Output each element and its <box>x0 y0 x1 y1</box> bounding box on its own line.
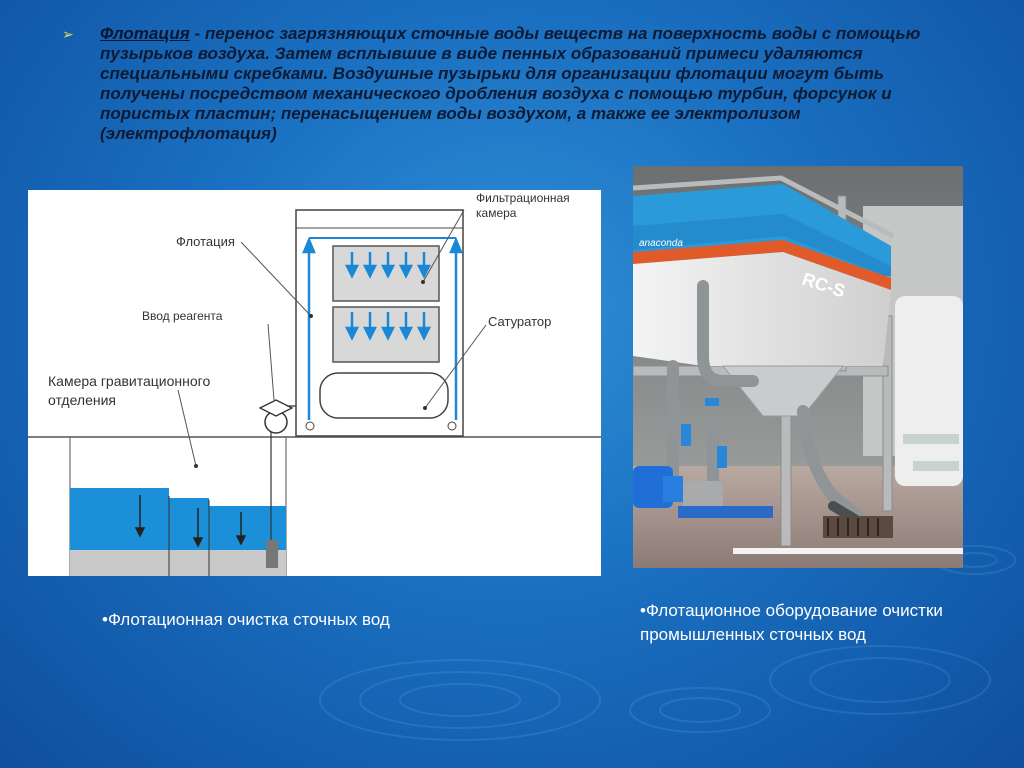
label-reagent: Ввод реагента <box>142 309 223 323</box>
caption-photo: •Флотационное оборудование очистки промы… <box>640 601 943 644</box>
flotation-equipment-photo: anaconda RC-S <box>632 166 963 568</box>
bullet-arrow-icon: ➢ <box>62 26 74 42</box>
flotation-diagram-svg: Фильтрационная камера Флотация Ввод реаг… <box>28 191 601 576</box>
tank-water <box>70 488 169 550</box>
flotation-diagram: Фильтрационная камера Флотация Ввод реаг… <box>28 190 601 576</box>
caption-diagram: •Флотационная очистка сточных вод <box>102 610 390 629</box>
saturator <box>319 372 449 419</box>
flotation-equipment-illustration: anaconda RC-S <box>632 166 963 568</box>
label-gravity-line2: отделения <box>48 392 116 408</box>
label-flotation: Флотация <box>176 234 235 249</box>
label-filtration-line2: камера <box>476 206 517 220</box>
label-filtration-line1: Фильтрационная <box>476 191 570 205</box>
photo-brand-text: anaconda <box>639 238 683 249</box>
definition-paragraph: ➢ Флотация - перенос загрязняющих сточны… <box>62 24 944 144</box>
label-gravity-line1: Камера гравитационного <box>48 373 210 389</box>
term-flotation: Флотация <box>100 24 190 43</box>
definition-text: - перенос загрязняющих сточные воды веще… <box>100 24 921 143</box>
photo-pump <box>633 466 773 518</box>
label-saturator: Сатуратор <box>488 314 551 329</box>
